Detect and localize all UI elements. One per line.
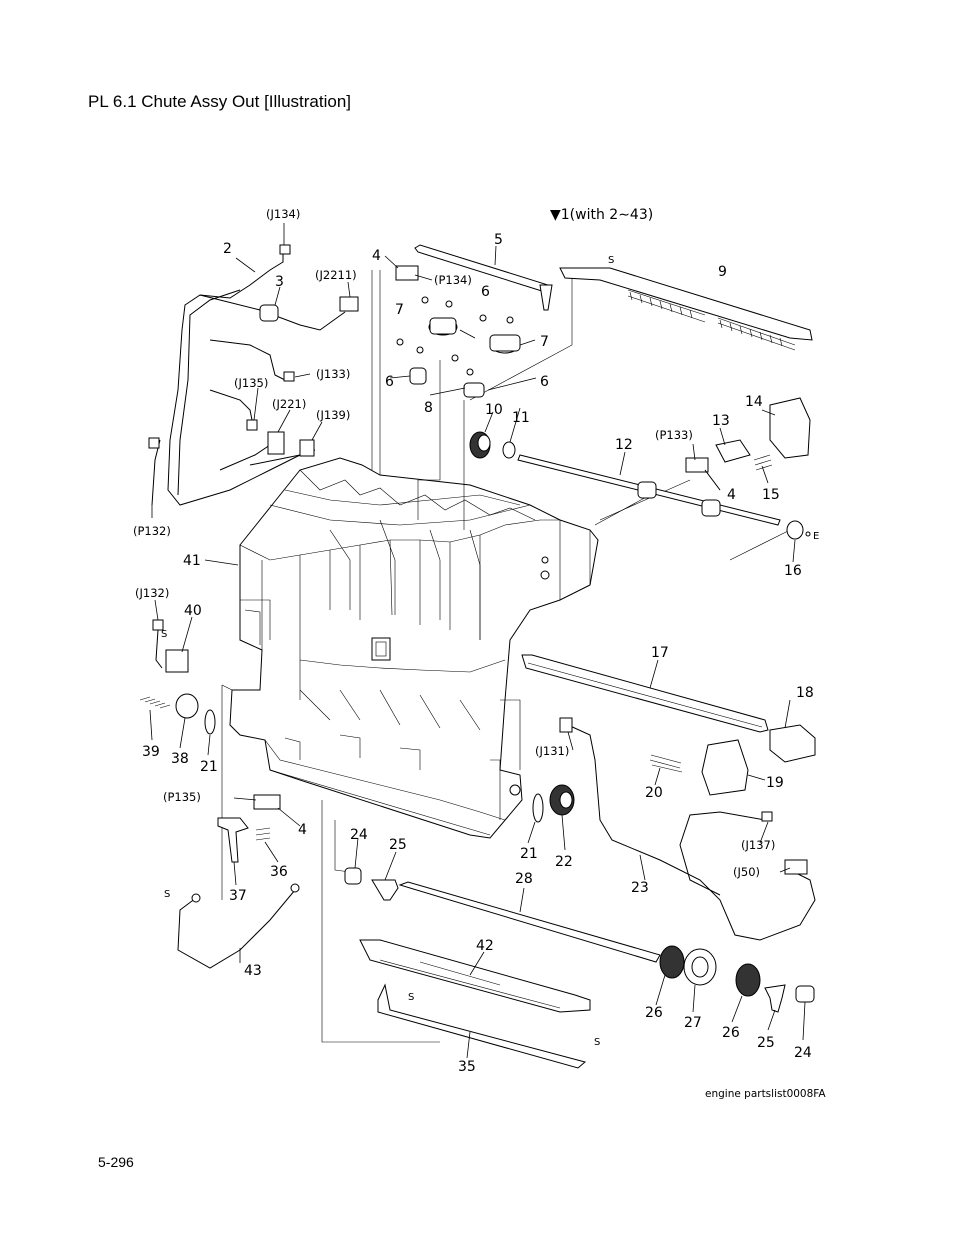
callout-43: 43 bbox=[244, 963, 262, 979]
callout-14: 14 bbox=[745, 394, 763, 410]
bottom-parts-drawing bbox=[344, 784, 815, 1069]
callout-17: 17 bbox=[651, 645, 669, 661]
marker-s: S bbox=[164, 889, 170, 900]
callout-24: 24 bbox=[350, 827, 368, 843]
callout-2: 2 bbox=[223, 241, 232, 257]
callout-9: 9 bbox=[718, 264, 727, 280]
callout-23: 23 bbox=[631, 880, 649, 896]
left-parts-drawing bbox=[139, 619, 300, 969]
alignment-lines bbox=[221, 270, 791, 1043]
callout-21: 21 bbox=[200, 759, 218, 775]
connector-j132: (J132) bbox=[135, 586, 169, 600]
callout-24: 24 bbox=[794, 1045, 812, 1061]
callout-20: 20 bbox=[645, 785, 663, 801]
page-number: 5-296 bbox=[98, 1154, 134, 1170]
callout-42: 42 bbox=[476, 938, 494, 954]
callout-36: 36 bbox=[270, 864, 288, 880]
callout-8: 8 bbox=[424, 400, 433, 416]
callout-16: 16 bbox=[784, 563, 802, 579]
callout-5: 5 bbox=[494, 232, 503, 248]
lower-right-parts-drawing bbox=[521, 654, 816, 941]
connector-labels: (J134) (J2211) (P134) (J133) (J135) (J22… bbox=[133, 207, 775, 879]
connector-p133: (P133) bbox=[655, 428, 693, 442]
callout-19: 19 bbox=[766, 775, 784, 791]
marker-e: E bbox=[813, 531, 819, 542]
connector-j50: (J50) bbox=[733, 865, 760, 879]
callout-7: 7 bbox=[395, 302, 404, 318]
callout-12: 12 bbox=[615, 437, 633, 453]
connector-j133: (J133) bbox=[316, 367, 350, 381]
figure-id: engine partslist0008FA bbox=[705, 1088, 826, 1100]
callout-13: 13 bbox=[712, 413, 730, 429]
callout-21: 21 bbox=[520, 846, 538, 862]
connector-j221: (J221) bbox=[272, 397, 306, 411]
connector-j134: (J134) bbox=[266, 207, 300, 221]
callout-4: 4 bbox=[727, 487, 736, 503]
marker-s: S bbox=[608, 255, 614, 266]
markers: S S S S S E bbox=[161, 255, 819, 1048]
connector-j131: (J131) bbox=[535, 744, 569, 758]
callout-25: 25 bbox=[389, 837, 407, 853]
callout-numbers: 2 3 4 5 6 7 7 6 6 8 9 10 11 12 13 14 4 1… bbox=[142, 232, 814, 1075]
harness-drawing bbox=[148, 244, 359, 506]
callout-6: 6 bbox=[385, 374, 394, 390]
callout-27: 27 bbox=[684, 1015, 702, 1031]
callout-28: 28 bbox=[515, 871, 533, 887]
callout-11: 11 bbox=[512, 410, 530, 426]
leader-lines bbox=[149, 223, 806, 1059]
callout-7: 7 bbox=[540, 334, 549, 350]
callout-26: 26 bbox=[722, 1025, 740, 1041]
shaft-12-drawing bbox=[517, 397, 811, 540]
marker-s: S bbox=[161, 629, 167, 640]
callout-26: 26 bbox=[645, 1005, 663, 1021]
marker-s: S bbox=[594, 1037, 600, 1048]
marker-s: S bbox=[408, 992, 414, 1003]
callout-41: 41 bbox=[183, 553, 201, 569]
callout-25: 25 bbox=[757, 1035, 775, 1051]
callout-4: 4 bbox=[372, 248, 381, 264]
chute-frame-drawing bbox=[229, 457, 599, 839]
callout-3: 3 bbox=[275, 274, 284, 290]
connector-p135: (P135) bbox=[163, 790, 201, 804]
connector-j137: (J137) bbox=[741, 838, 775, 852]
connector-j135: (J135) bbox=[234, 376, 268, 390]
callout-6: 6 bbox=[540, 374, 549, 390]
connector-j2211: (J2211) bbox=[315, 268, 357, 282]
callout-15: 15 bbox=[762, 487, 780, 503]
connector-p134: (P134) bbox=[434, 273, 472, 287]
assembly-note: ▼1(with 2∼43) bbox=[550, 207, 653, 223]
callout-6: 6 bbox=[481, 284, 490, 300]
callout-18: 18 bbox=[796, 685, 814, 701]
callout-35: 35 bbox=[458, 1059, 476, 1075]
connector-p132: (P132) bbox=[133, 524, 171, 538]
callout-4: 4 bbox=[298, 822, 307, 838]
callout-37: 37 bbox=[229, 888, 247, 904]
callout-38: 38 bbox=[171, 751, 189, 767]
connector-j139: (J139) bbox=[316, 408, 350, 422]
callout-40: 40 bbox=[184, 603, 202, 619]
callout-22: 22 bbox=[555, 854, 573, 870]
callout-39: 39 bbox=[142, 744, 160, 760]
page-title: PL 6.1 Chute Assy Out [Illustration] bbox=[88, 92, 352, 111]
callout-10: 10 bbox=[485, 402, 503, 418]
upper-parts-drawing bbox=[395, 244, 813, 459]
